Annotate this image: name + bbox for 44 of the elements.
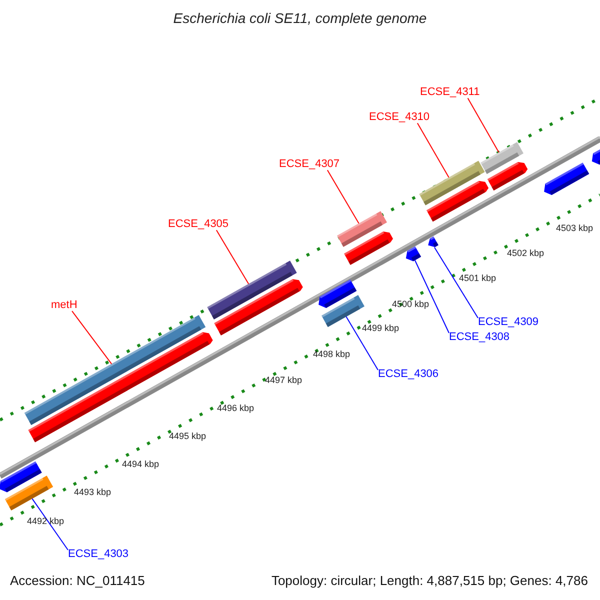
leader-line — [414, 260, 450, 334]
tick-label: 4502 kbp — [507, 249, 544, 259]
leader-line — [216, 230, 250, 284]
accession-text: Accession: NC_011415 — [10, 574, 145, 588]
gene-label: ECSE_4305 — [168, 218, 229, 230]
tick-label: 4501 kbp — [459, 274, 496, 284]
tick-label: 4492 kbp — [27, 517, 64, 527]
gene-label: ECSE_4310 — [369, 111, 430, 124]
leader-line — [416, 122, 450, 178]
gene-feature — [426, 180, 489, 222]
gene-feature — [344, 232, 393, 265]
gene-feature — [214, 279, 303, 336]
leader-line — [467, 98, 500, 153]
gene-label: ECSE_4311 — [420, 86, 480, 98]
tick-label: 4500 kbp — [392, 300, 430, 310]
leader-line — [434, 246, 478, 318]
tick-label: 4498 kbp — [313, 350, 350, 360]
leader-line — [32, 498, 68, 550]
leader-line — [326, 170, 360, 224]
title: Escherichia coli SE11, complete genome — [172, 10, 428, 26]
tick-label: 4493 kbp — [74, 488, 112, 498]
tick-label: 4497 kbp — [265, 376, 302, 386]
gene-label: ECSE_4308 — [449, 331, 510, 344]
gene-label: ECSE_4307 — [279, 158, 340, 170]
tick-label: 4499 kbp — [362, 324, 400, 334]
genome-info-text: Topology: circular; Length: 4,887,515 bp; Genes: 4,786 — [271, 574, 588, 588]
gene-feature — [406, 246, 422, 262]
gene-label: ECSE_4303 — [68, 548, 129, 560]
gene-feature — [428, 236, 438, 248]
tick-label: 4503 kbp — [556, 224, 594, 234]
leader-line — [346, 316, 378, 370]
gene-label: ECSE_4309 — [478, 316, 539, 328]
gene-feature — [0, 461, 42, 492]
leader-line — [72, 310, 112, 364]
tick-label: 4496 kbp — [217, 404, 254, 414]
tick-label: 4495 kbp — [169, 432, 206, 442]
gene-feature — [487, 162, 528, 190]
gene-feature — [318, 280, 357, 308]
tick-label: 4494 kbp — [122, 460, 160, 470]
gene-feature — [544, 162, 590, 195]
gene-feature — [592, 148, 600, 165]
gene-label: ECSE_4306 — [378, 368, 439, 380]
gene-label: metH — [51, 299, 78, 312]
gene-feature — [28, 332, 213, 442]
